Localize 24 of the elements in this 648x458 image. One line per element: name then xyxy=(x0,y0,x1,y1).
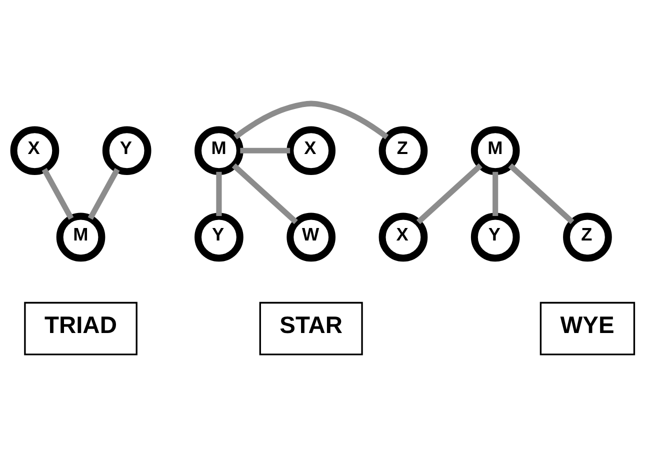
connector xyxy=(88,168,120,220)
node-circle: M xyxy=(470,126,520,176)
node-circle: Z xyxy=(378,126,428,176)
node-circle: M xyxy=(194,126,244,176)
node-circle: M xyxy=(56,212,106,262)
connector xyxy=(216,172,222,216)
connector xyxy=(232,163,298,224)
node-box: WYE xyxy=(540,302,636,356)
node-circle: Y xyxy=(194,212,244,262)
node-circle: X xyxy=(378,212,428,262)
node-circle: X xyxy=(286,126,336,176)
node-box: STAR xyxy=(259,302,363,356)
node-circle: Z xyxy=(563,212,612,262)
node-circle: Y xyxy=(470,212,520,262)
node-circle: Y xyxy=(102,126,152,176)
connector xyxy=(240,148,290,154)
connector xyxy=(416,163,482,224)
connector xyxy=(492,172,498,216)
node-box: TRIAD xyxy=(24,302,138,356)
node-circle: X xyxy=(10,126,60,176)
connector xyxy=(234,100,389,140)
connector xyxy=(508,163,574,224)
node-circle: W xyxy=(286,212,336,262)
connector xyxy=(42,168,74,220)
